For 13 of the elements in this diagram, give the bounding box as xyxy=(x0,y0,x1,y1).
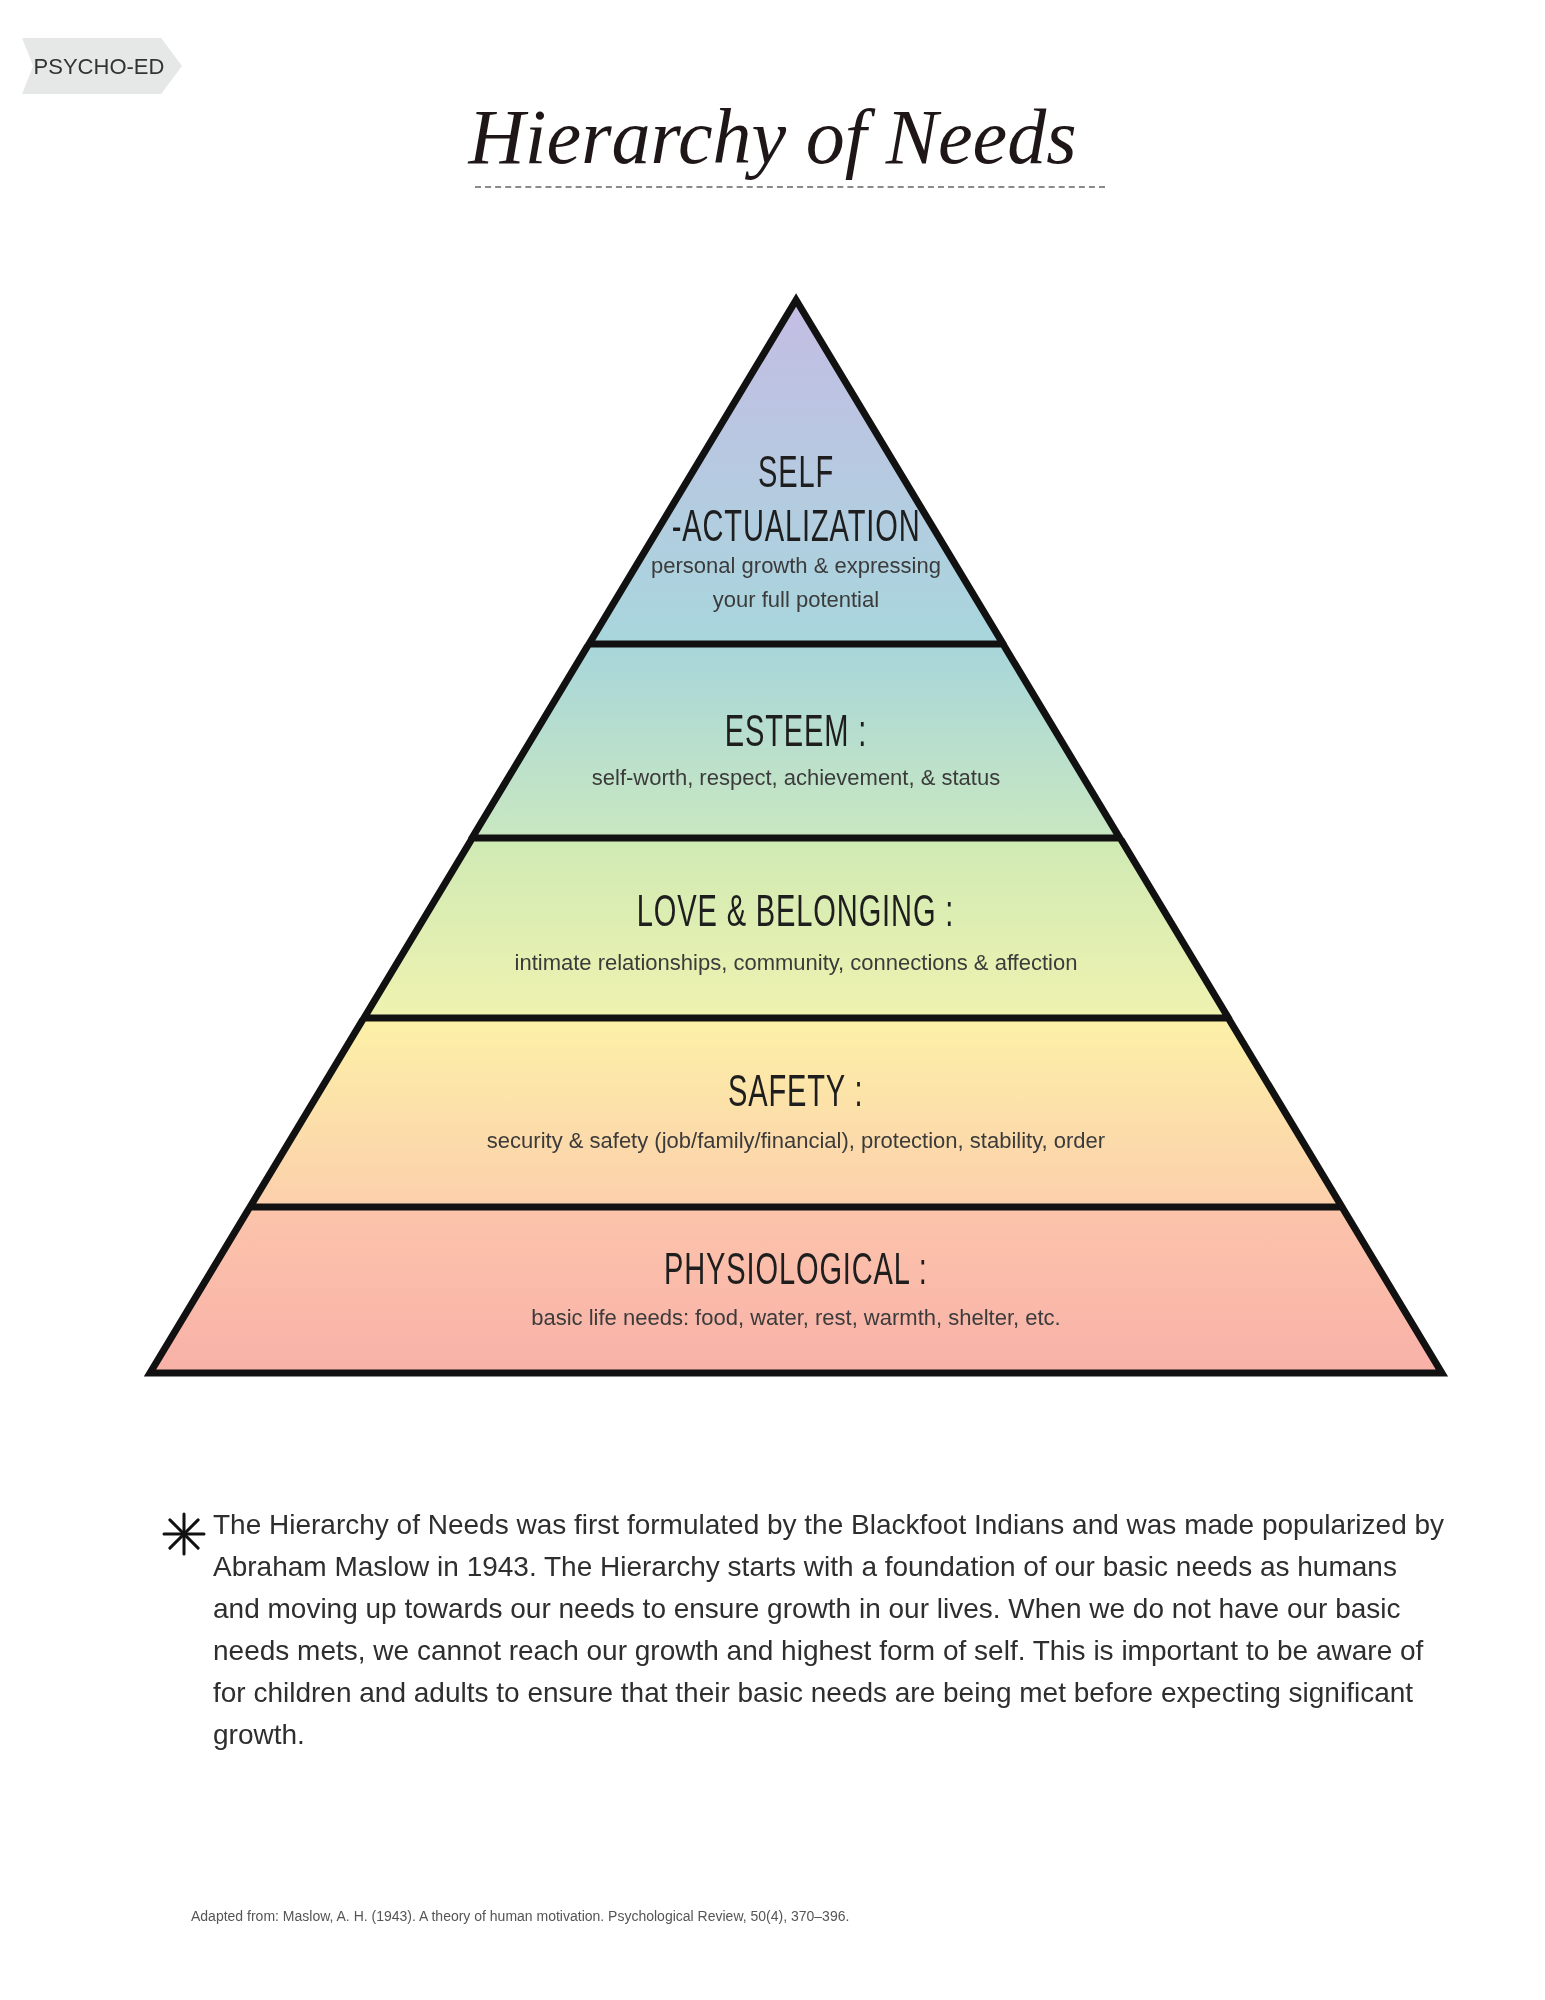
tier-heading: PHYSIOLOGICAL : xyxy=(664,1243,928,1295)
tier-description: intimate relationships, community, connections & affection xyxy=(514,949,1078,977)
tier-heading: LOVE & BELONGING : xyxy=(637,885,955,937)
tier-heading: SELF -ACTUALIZATION xyxy=(670,446,922,552)
tier-description: security & safety (job/family/financial), protection, stability, order xyxy=(486,1127,1106,1155)
tier-heading: ESTEEM : xyxy=(724,705,868,757)
tier-heading: SAFETY : xyxy=(728,1065,864,1117)
tier-description: basic life needs: food, water, rest, warmth, shelter, etc. xyxy=(531,1304,1061,1332)
source-citation: Adapted from: Maslow, A. H. (1943). A theory of human motivation. Psychological Review, 50(4), 370–396. xyxy=(191,1907,850,1926)
category-tag: PSYCHO-ED xyxy=(22,38,182,94)
note-paragraph: The Hierarchy of Needs was first formulated by the Blackfoot Indians and was made popularized by Abraham Maslow in 1943. The Hierarchy starts with a foundation of our basic needs as humans and moving up towards our needs to ensure growth in our lives. When we do not have our basic needs mets, we cannot reach our growth and highest form of self. This is important to be aware of for children and adults to ensure that their basic needs are being met before expecting significant growth. xyxy=(213,1508,1446,1752)
tier-description: personal growth & expressing your full potential xyxy=(650,552,942,614)
tier-description: self-worth, respect, achievement, & status xyxy=(591,764,1001,792)
